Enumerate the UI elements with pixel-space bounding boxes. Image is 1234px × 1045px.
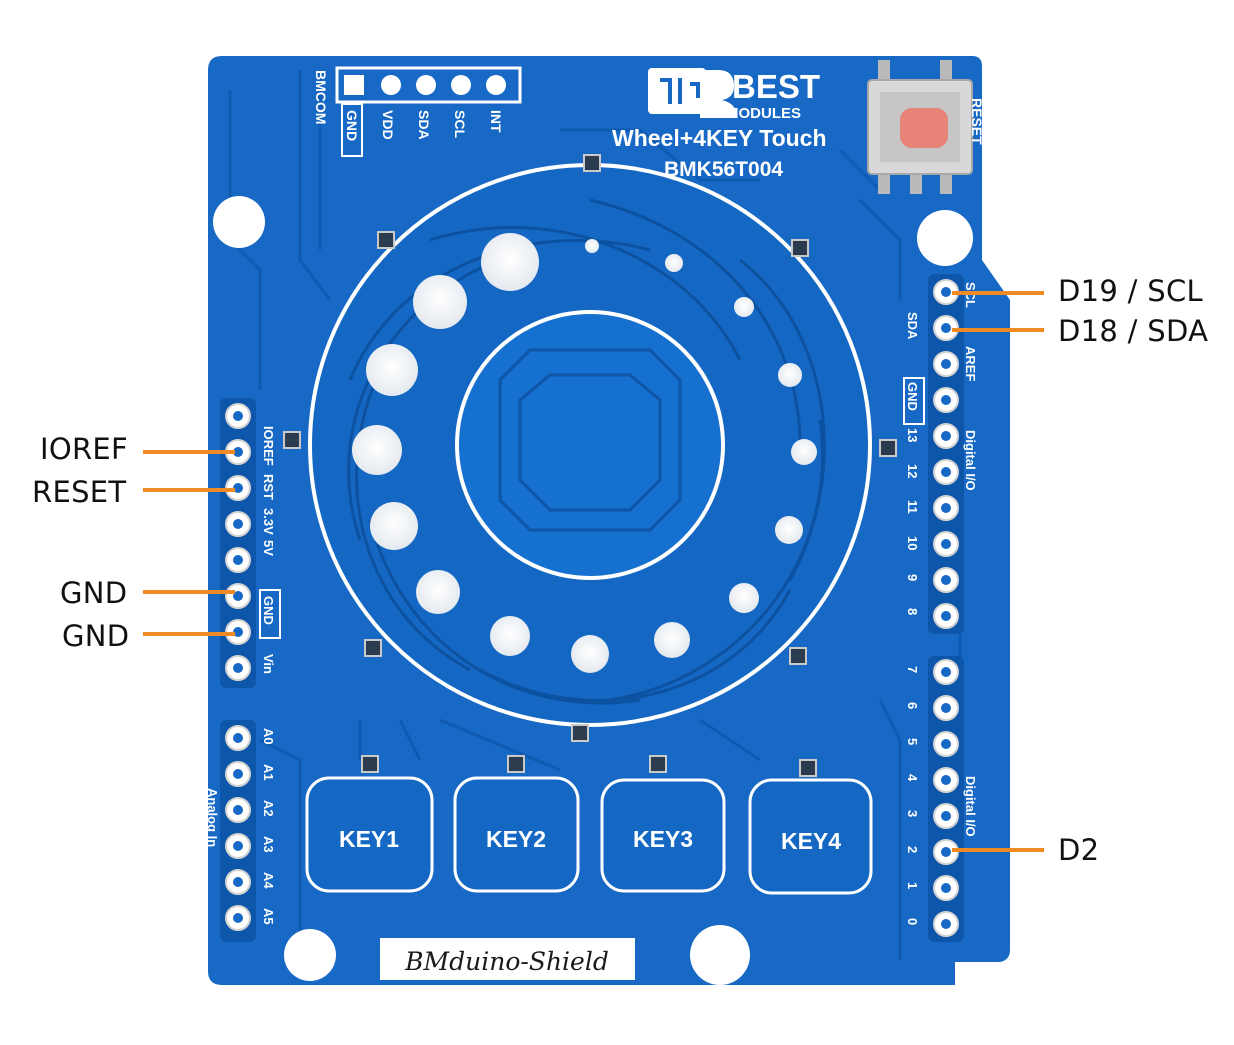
digital-header-high (928, 274, 964, 634)
pin-ioref: IOREF (261, 426, 276, 466)
pin-a1: A1 (261, 764, 276, 781)
pin-10: 10 (905, 536, 920, 550)
bmcom-pin-int: INT (488, 110, 504, 133)
pin-sda: SDA (905, 312, 920, 340)
callout-ioref: IOREF (40, 432, 129, 466)
pin-a2: A2 (261, 800, 276, 817)
analog-header (220, 720, 256, 942)
pin-1: 1 (905, 882, 920, 889)
pin-2: 2 (905, 846, 920, 853)
pin-0: 0 (905, 918, 920, 925)
callout-d18-sda: D18 / SDA (1058, 314, 1209, 348)
board-title: Wheel+4KEY Touch (612, 125, 827, 151)
pin-vin: Vin (261, 654, 276, 674)
lead-gnd1 (143, 590, 235, 594)
lead-gnd2 (143, 632, 235, 636)
digital-io-label-top: Digital I/O (963, 430, 978, 491)
lead-d19 (952, 291, 1044, 295)
key3-label: KEY3 (633, 826, 693, 852)
mounting-holes (213, 196, 973, 985)
callout-gnd-2: GND (62, 619, 130, 653)
digital-header-low (928, 656, 964, 942)
digital-high-labels: SCL SDA AREF GND 13 12 11 10 9 8 Digital… (903, 282, 978, 615)
pin-3: 3 (905, 810, 920, 817)
pin-a5: A5 (261, 908, 276, 925)
pin-5v: 5V (261, 540, 276, 556)
key2-label: KEY2 (486, 826, 546, 852)
digital-io-label-bottom: Digital I/O (963, 776, 978, 837)
pin-5: 5 (905, 738, 920, 745)
pin-gnd: GND (261, 596, 276, 625)
pin-a0: A0 (261, 728, 276, 745)
pin-gnd-digital: GND (905, 382, 920, 411)
pin-3v3: 3.3V (261, 508, 276, 535)
bmcom-pin-gnd: GND (344, 110, 360, 141)
analog-pin-labels: A0 A1 A2 A3 A4 A5 Analog In (205, 728, 276, 925)
pin-scl: SCL (963, 282, 978, 308)
callout-d19-scl: D19 / SCL (1058, 274, 1203, 308)
reset-button-component (867, 60, 973, 194)
board-model: BMK56T004 (664, 158, 783, 181)
lead-d18 (952, 328, 1044, 332)
power-pin-labels: IOREF RST 3.3V 5V GND Vin (259, 426, 281, 674)
pin-4: 4 (905, 774, 920, 782)
touch-keys: KEY1 KEY2 KEY3 KEY4 (305, 776, 873, 895)
bmcom-pin-scl: SCL (452, 110, 468, 138)
shield-name: BMduino-Shield (404, 947, 609, 976)
pin-12: 12 (905, 464, 920, 478)
bmcom-pin-labels: GND VDD SDA SCL INT (341, 103, 504, 157)
pin-13: 13 (905, 428, 920, 442)
key4-label: KEY4 (781, 828, 841, 854)
shield-nameplate: BMduino-Shield (380, 938, 635, 980)
pin-8: 8 (905, 608, 920, 615)
lead-reset (143, 488, 235, 492)
board-logo: BEST MODULES (648, 68, 820, 122)
bmcom-header (335, 66, 522, 104)
callout-reset: RESET (32, 475, 127, 509)
pin-7: 7 (905, 666, 920, 673)
bmcom-pin-vdd: VDD (380, 110, 396, 140)
reset-silk-label: RESET (969, 98, 985, 145)
brand-best: BEST (732, 68, 820, 105)
pin-11: 11 (905, 500, 920, 514)
pin-6: 6 (905, 702, 920, 709)
analog-in-label: Analog In (205, 788, 220, 847)
brand-modules: MODULES (726, 105, 801, 122)
pin-a4: A4 (261, 872, 276, 889)
callout-d2: D2 (1058, 833, 1100, 867)
key1-label: KEY1 (339, 826, 399, 852)
digital-low-labels: 7 6 5 4 3 2 1 0 Digital I/O (905, 666, 978, 925)
lead-d2 (952, 848, 1044, 852)
bmcom-label: BMCOM (313, 70, 329, 124)
pin-rst: RST (261, 474, 276, 500)
bmcom-pin-sda: SDA (416, 110, 432, 140)
power-header (220, 398, 256, 688)
pin-a3: A3 (261, 836, 276, 853)
touch-wheel (308, 163, 872, 727)
pin-9: 9 (905, 574, 920, 581)
pin-aref: AREF (963, 346, 978, 381)
lead-ioref (143, 450, 235, 454)
wheel-leds (283, 154, 897, 777)
callout-gnd-1: GND (60, 576, 128, 610)
